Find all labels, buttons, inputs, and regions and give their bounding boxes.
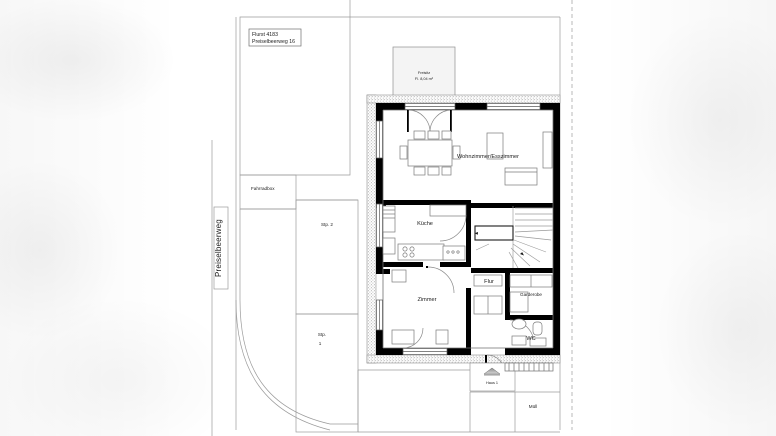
room-label-flur: Flur — [484, 279, 494, 285]
terrace-freisitz: Freisitz Fl. 8,04 m² — [392, 46, 456, 100]
terrace-label: Freisitz — [418, 71, 430, 75]
parking-1-label-line1: Stp. — [318, 332, 326, 337]
site-boundary-south — [357, 369, 560, 433]
terrace-area-label: Fl. 8,04 m² — [415, 77, 434, 81]
furniture-kitchen — [382, 204, 467, 261]
staircase — [474, 206, 554, 269]
furniture-zimmer — [391, 269, 449, 345]
entrance-label: Haus 1 — [486, 381, 498, 385]
bike-box-label: Fahrradbox — [251, 186, 275, 191]
street-name: Preiselbeerweg — [214, 219, 223, 277]
structural-walls — [376, 103, 560, 355]
parking-2-label: Stp. 2 — [321, 222, 333, 227]
furniture-living-dining — [399, 130, 553, 186]
furniture-flur — [473, 274, 503, 315]
title-block: Flurst 4183 Preiselbeerweg 16 — [248, 28, 302, 47]
room-label-wc: WC — [526, 336, 535, 342]
room-label-wohnzimmer: Wohnzimmer/Esszimmer — [457, 154, 519, 160]
windows — [376, 103, 541, 355]
railing — [504, 362, 554, 372]
title-block-address: Preiselbeerweg 16 — [252, 39, 295, 45]
street-label: Preiselbeerweg — [213, 206, 229, 290]
room-label-kueche: Küche — [417, 221, 433, 227]
parking-area — [235, 174, 359, 433]
exterior-wall-envelope — [366, 94, 561, 364]
title-block-flurstueck: Flurst 4183 — [252, 32, 278, 38]
room-label-zimmer: Zimmer — [418, 297, 437, 303]
parking-1-label-line2: 1 — [319, 341, 322, 346]
room-label-garderobe: Garderobe — [520, 292, 542, 297]
waste-label: Müll — [529, 404, 537, 409]
door-swings — [402, 109, 535, 374]
furniture-garderobe-wc — [509, 274, 553, 347]
